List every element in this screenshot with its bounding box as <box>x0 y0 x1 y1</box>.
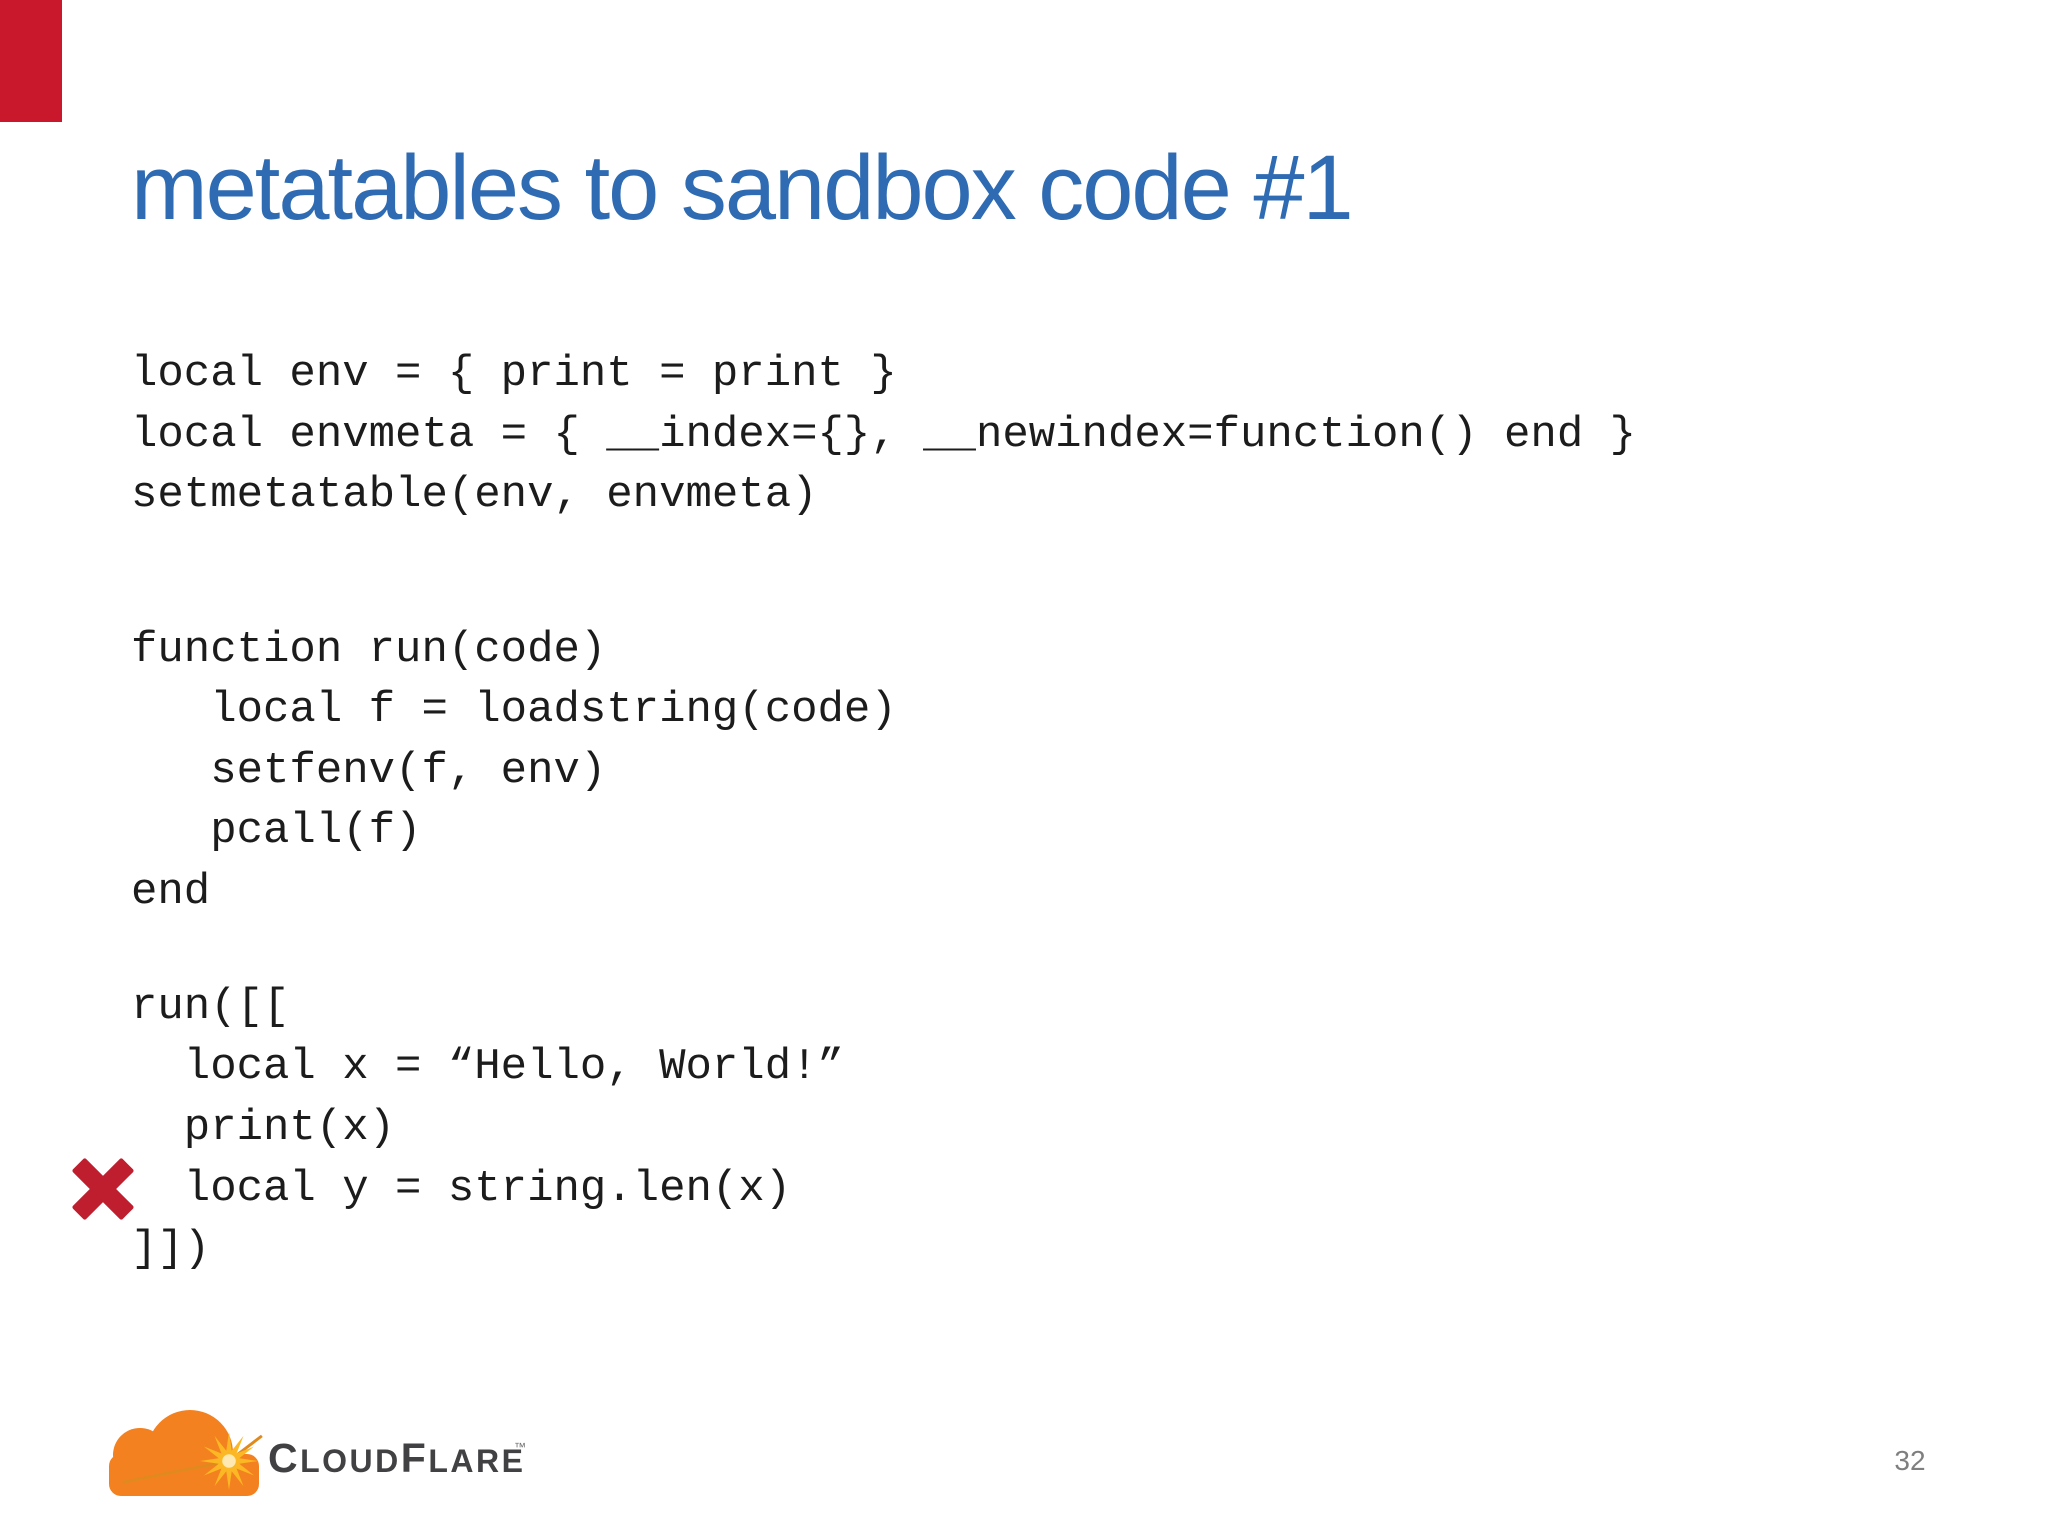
code-line: run([[ <box>131 982 290 1032</box>
code-line: setfenv(f, env) <box>131 746 607 796</box>
wordmark-letter-segment: C <box>268 1435 301 1481</box>
code-line: local envmeta = { __index={}, __newindex… <box>131 410 1637 460</box>
sun-flare-icon <box>122 1432 263 1490</box>
code-line: local x = “Hello, World!” <box>131 1042 844 1092</box>
code-line: print(x) <box>131 1103 396 1153</box>
page-number: 32 <box>1894 1445 1926 1476</box>
error-x-icon <box>72 1158 134 1220</box>
wordmark-letter-segment: LARE <box>428 1443 526 1479</box>
wordmark-letter-segment: LOUD <box>300 1443 401 1479</box>
trademark-symbol: ™ <box>514 1440 526 1454</box>
code-line: setmetatable(env, envmeta) <box>131 470 818 520</box>
page-title: metatables to sandbox code #1 <box>131 137 1354 239</box>
wordmark-letter-segment: F <box>400 1435 429 1481</box>
code-line: pcall(f) <box>131 806 422 856</box>
code-line: local env = { print = print } <box>131 349 897 399</box>
code-line: end <box>131 867 211 917</box>
cloud-icon <box>109 1410 263 1496</box>
code-line: local f = loadstring(code) <box>131 685 897 735</box>
code-line: ]]) <box>131 1224 211 1274</box>
corner-red-block <box>0 0 62 122</box>
code-line-marked: local y = string.len(x) <box>131 1164 792 1214</box>
code-line: function run(code) <box>131 625 607 675</box>
